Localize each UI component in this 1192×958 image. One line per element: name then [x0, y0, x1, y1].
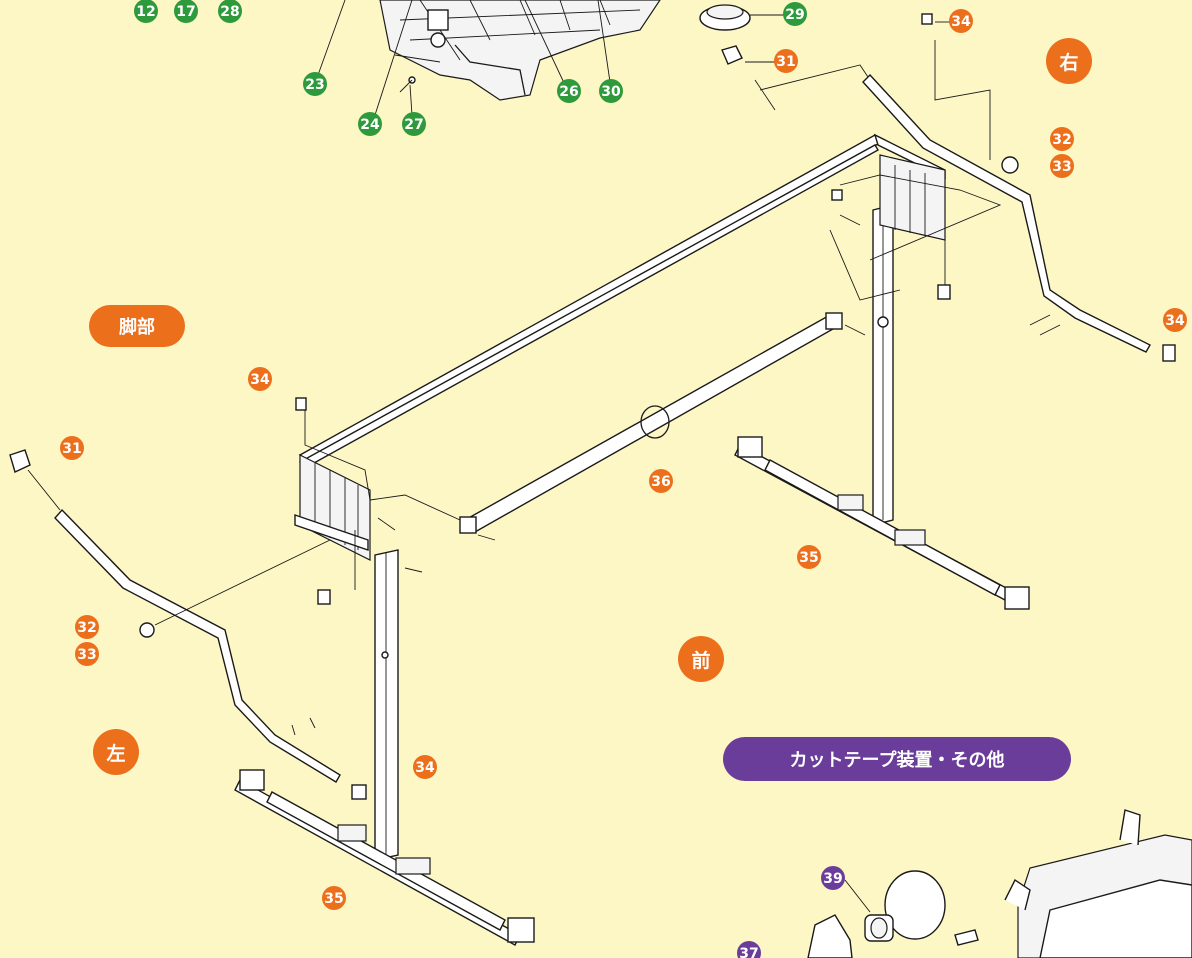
callout-number: 26	[559, 84, 578, 100]
callout-number: 12	[136, 4, 155, 20]
callout-32: 32	[75, 615, 99, 639]
callout-circle	[75, 642, 99, 666]
callout-28: 28	[218, 0, 242, 23]
callout-number: 27	[404, 117, 423, 133]
label-front: 前	[678, 636, 724, 682]
label-left: 左	[93, 729, 139, 775]
callout-23: 23	[303, 72, 327, 96]
callout-34: 34	[248, 367, 272, 391]
callout-37: 37	[737, 941, 761, 958]
callout-39: 39	[821, 866, 845, 890]
cut-tape-device	[807, 809, 1192, 958]
callout-36: 36	[649, 469, 673, 493]
callout-31: 31	[774, 49, 798, 73]
callout-number: 35	[324, 891, 343, 907]
callout-33: 33	[75, 642, 99, 666]
callout-badges: 12 17 28 23 24 27 26 30 29 34 31 32 33 34 34 31 36 35 32 33…	[60, 0, 1187, 958]
callout-number: 33	[1052, 159, 1071, 175]
callout-circle	[1050, 127, 1074, 151]
callout-34: 34	[949, 9, 973, 33]
callout-number: 29	[785, 7, 804, 23]
callout-number: 33	[77, 647, 96, 663]
callout-number: 30	[601, 84, 621, 100]
callout-circle	[75, 615, 99, 639]
callout-number: 32	[1052, 132, 1071, 148]
callout-circle	[303, 72, 327, 96]
callout-circle	[599, 79, 623, 103]
callout-circle	[774, 49, 798, 73]
callout-number: 36	[651, 474, 670, 490]
stand-frame	[234, 40, 1030, 946]
callout-number: 37	[739, 946, 758, 958]
callout-12: 12	[134, 0, 158, 23]
callout-17: 17	[174, 0, 198, 23]
callout-29: 29	[783, 2, 807, 26]
label-cut-tape-section: カットテープ装置・その他	[723, 737, 1071, 781]
callout-circle	[358, 112, 382, 136]
callout-circle	[1163, 308, 1187, 332]
callout-circle	[248, 367, 272, 391]
callout-circle	[402, 112, 426, 136]
label-legs: 脚部	[89, 305, 185, 347]
callout-circle	[174, 0, 198, 23]
callout-number: 34	[1165, 313, 1185, 329]
callout-number: 28	[220, 4, 239, 20]
callout-circle	[821, 866, 845, 890]
callout-35: 35	[322, 886, 346, 910]
callout-number: 34	[415, 760, 435, 776]
callout-30: 30	[599, 79, 623, 103]
callout-number: 34	[951, 14, 971, 30]
callout-24: 24	[358, 112, 382, 136]
callout-number: 23	[305, 77, 324, 93]
callout-number: 31	[776, 54, 795, 70]
callout-circle	[783, 2, 807, 26]
callout-34: 34	[1163, 308, 1187, 332]
callout-number: 35	[799, 550, 818, 566]
callout-circle	[649, 469, 673, 493]
callout-35: 35	[797, 545, 821, 569]
callout-number: 17	[176, 4, 195, 20]
callout-32: 32	[1050, 127, 1074, 151]
mechanism-unit	[379, 0, 661, 101]
callout-circle	[949, 9, 973, 33]
callout-circle	[60, 436, 84, 460]
callout-33: 33	[1050, 154, 1074, 178]
callout-number: 34	[250, 372, 270, 388]
callout-circle	[218, 0, 242, 23]
callout-circle	[322, 886, 346, 910]
callout-27: 27	[402, 112, 426, 136]
callout-number: 31	[62, 441, 81, 457]
callout-34: 34	[413, 755, 437, 779]
callout-circle	[1050, 154, 1074, 178]
right-handle-tube	[862, 73, 1176, 362]
callout-circle	[413, 755, 437, 779]
label-right: 右	[1046, 38, 1092, 84]
rubber-foot-part	[699, 4, 751, 31]
callout-number: 32	[77, 620, 96, 636]
callout-circle	[797, 545, 821, 569]
callout-circle	[134, 0, 158, 23]
callout-circle	[737, 941, 761, 958]
left-handle-tube	[9, 449, 367, 800]
callout-number: 24	[360, 117, 380, 133]
callout-circle	[557, 79, 581, 103]
tube-cap-part-right	[721, 45, 743, 65]
callout-number: 39	[823, 871, 842, 887]
callout-26: 26	[557, 79, 581, 103]
leader-lines-top	[317, 0, 950, 116]
callout-31: 31	[60, 436, 84, 460]
small-cap-part-top	[921, 13, 933, 25]
